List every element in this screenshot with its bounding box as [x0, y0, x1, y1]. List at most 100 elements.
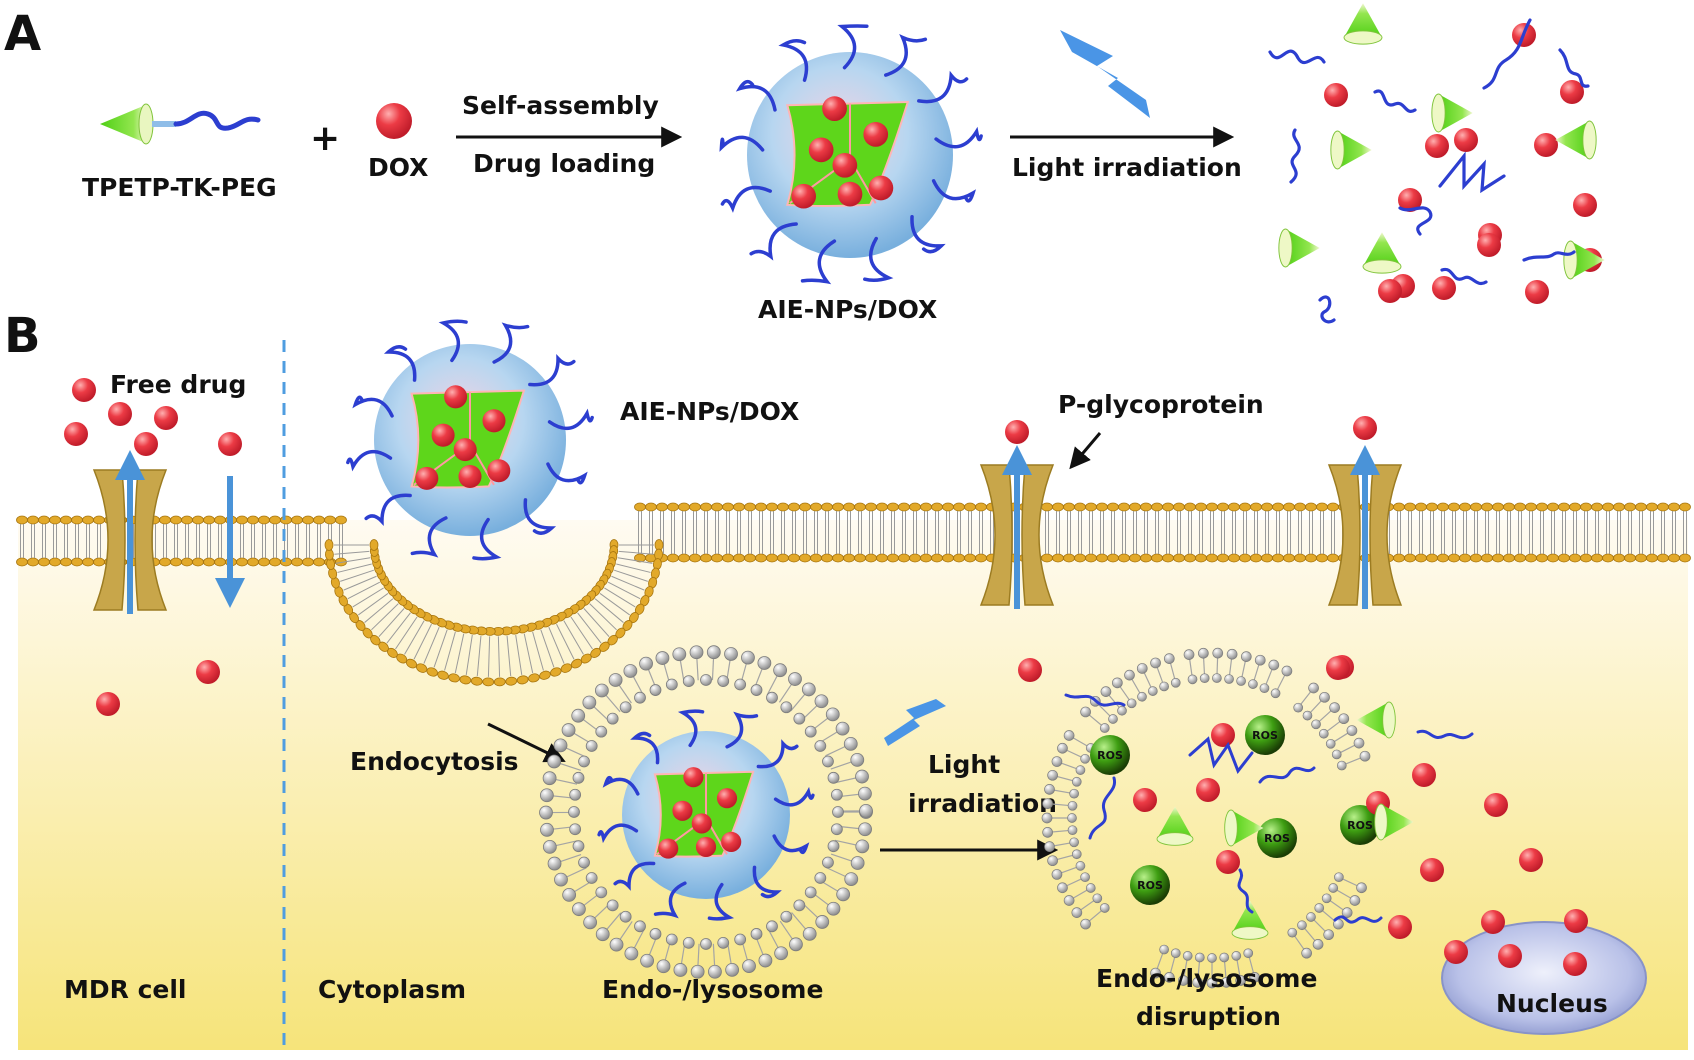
lipid-head	[1679, 502, 1691, 512]
lipid-head	[1272, 553, 1284, 563]
lipid-head	[82, 515, 94, 525]
lipid-head	[1404, 502, 1416, 512]
lipid-head	[1129, 553, 1141, 563]
lipid-head	[313, 515, 325, 525]
lipid-head	[1525, 553, 1537, 563]
lipid-head	[1250, 553, 1262, 563]
dox-molecule	[1133, 788, 1157, 812]
lipid-head	[1426, 502, 1438, 512]
peg-chain	[1237, 868, 1254, 914]
lipid-head	[1602, 553, 1614, 563]
lipid-head	[71, 515, 83, 525]
peg-chain	[910, 215, 946, 254]
aie-luminogen	[1362, 232, 1402, 274]
peg-chain	[1398, 206, 1433, 236]
lipid-head	[1092, 893, 1103, 904]
ros-label: ROS	[1264, 832, 1290, 845]
panel-b-label: B	[4, 308, 41, 364]
lipid-head	[1206, 553, 1218, 563]
lipid-head	[1294, 553, 1306, 563]
lipid-head	[280, 557, 292, 567]
lipid-head	[1327, 553, 1339, 563]
lipid-head	[1044, 783, 1055, 795]
peg-chain	[837, 24, 869, 70]
lipid-head	[843, 553, 855, 563]
lipid-head	[1657, 553, 1669, 563]
ros-label: ROS	[1137, 879, 1163, 892]
pgp-pointer-arrow	[1069, 432, 1102, 470]
lipid-head	[291, 557, 303, 567]
lipid-head	[1249, 972, 1261, 983]
lipid-head	[1319, 691, 1330, 703]
lipid-head	[821, 553, 833, 563]
dox-molecule	[108, 402, 132, 426]
lipid-head	[822, 755, 834, 768]
dox-molecule	[1477, 233, 1501, 257]
lipid-head	[1074, 502, 1086, 512]
lipid-head	[571, 708, 586, 723]
lipid-head	[793, 899, 806, 912]
lipid-head	[742, 959, 756, 974]
lipid-head	[758, 953, 773, 968]
lipid-head	[700, 674, 712, 686]
lipid-head	[1316, 502, 1328, 512]
lipid-head	[665, 933, 678, 946]
peg-chain	[677, 709, 705, 748]
lipid-head	[324, 515, 336, 525]
peg-chain	[602, 775, 640, 796]
lipid-head	[1047, 855, 1058, 867]
lipid-head	[1635, 502, 1647, 512]
lipid-head	[1356, 882, 1367, 894]
dox-molecule	[1326, 656, 1350, 680]
lipid-head	[1162, 502, 1174, 512]
lipid-head	[291, 515, 303, 525]
lipid-head	[1325, 738, 1336, 749]
np-label-b: AIE-NPs/DOX	[620, 397, 799, 426]
lipid-head	[1063, 895, 1075, 906]
lipid-head	[258, 557, 270, 567]
lipid-head	[280, 515, 292, 525]
lipid-head	[1096, 502, 1108, 512]
lipid-head	[1085, 883, 1096, 893]
disruption-label-line2: disruption	[1136, 1002, 1281, 1031]
lipid-head	[708, 964, 722, 979]
dox-molecule	[1425, 134, 1449, 158]
lipid-head	[717, 675, 730, 688]
lipid-head	[665, 678, 678, 691]
lipid-head	[1224, 674, 1234, 684]
dox-molecule	[672, 800, 693, 821]
lipid-head	[214, 515, 226, 525]
lipid-head	[887, 502, 899, 512]
lipid-head	[181, 557, 193, 567]
lipid-head	[547, 754, 562, 769]
lipid-head	[909, 553, 921, 563]
lipid-head	[711, 553, 723, 563]
aie-luminogen	[1555, 120, 1597, 160]
lipid-head	[1293, 702, 1304, 713]
peg-chain	[752, 865, 782, 899]
lipid-head	[269, 515, 281, 525]
lipid-head	[1470, 553, 1482, 563]
lipid-head	[236, 515, 248, 525]
lipid-head	[1228, 502, 1240, 512]
peg-chain	[438, 319, 468, 363]
aie-luminogen	[1343, 3, 1383, 45]
lipid-head	[1316, 553, 1328, 563]
lipid-head	[1312, 939, 1324, 950]
lipid-head	[1613, 553, 1625, 563]
lipid-head	[60, 557, 72, 567]
peg-chain	[410, 516, 448, 558]
lipid-head	[799, 553, 811, 563]
dox-molecule	[1560, 80, 1584, 104]
lipid-head	[583, 915, 598, 930]
dox-molecule	[1573, 193, 1597, 217]
lipid-head	[789, 937, 803, 952]
lipid-head	[247, 515, 259, 525]
lipid-head	[1192, 977, 1203, 988]
lipid-head	[528, 673, 540, 683]
lipid-head	[1393, 553, 1405, 563]
lipid-head	[953, 553, 965, 563]
lipid-head	[766, 920, 778, 933]
lipid-head	[1182, 951, 1193, 961]
pgp-subunit	[1021, 464, 1055, 606]
